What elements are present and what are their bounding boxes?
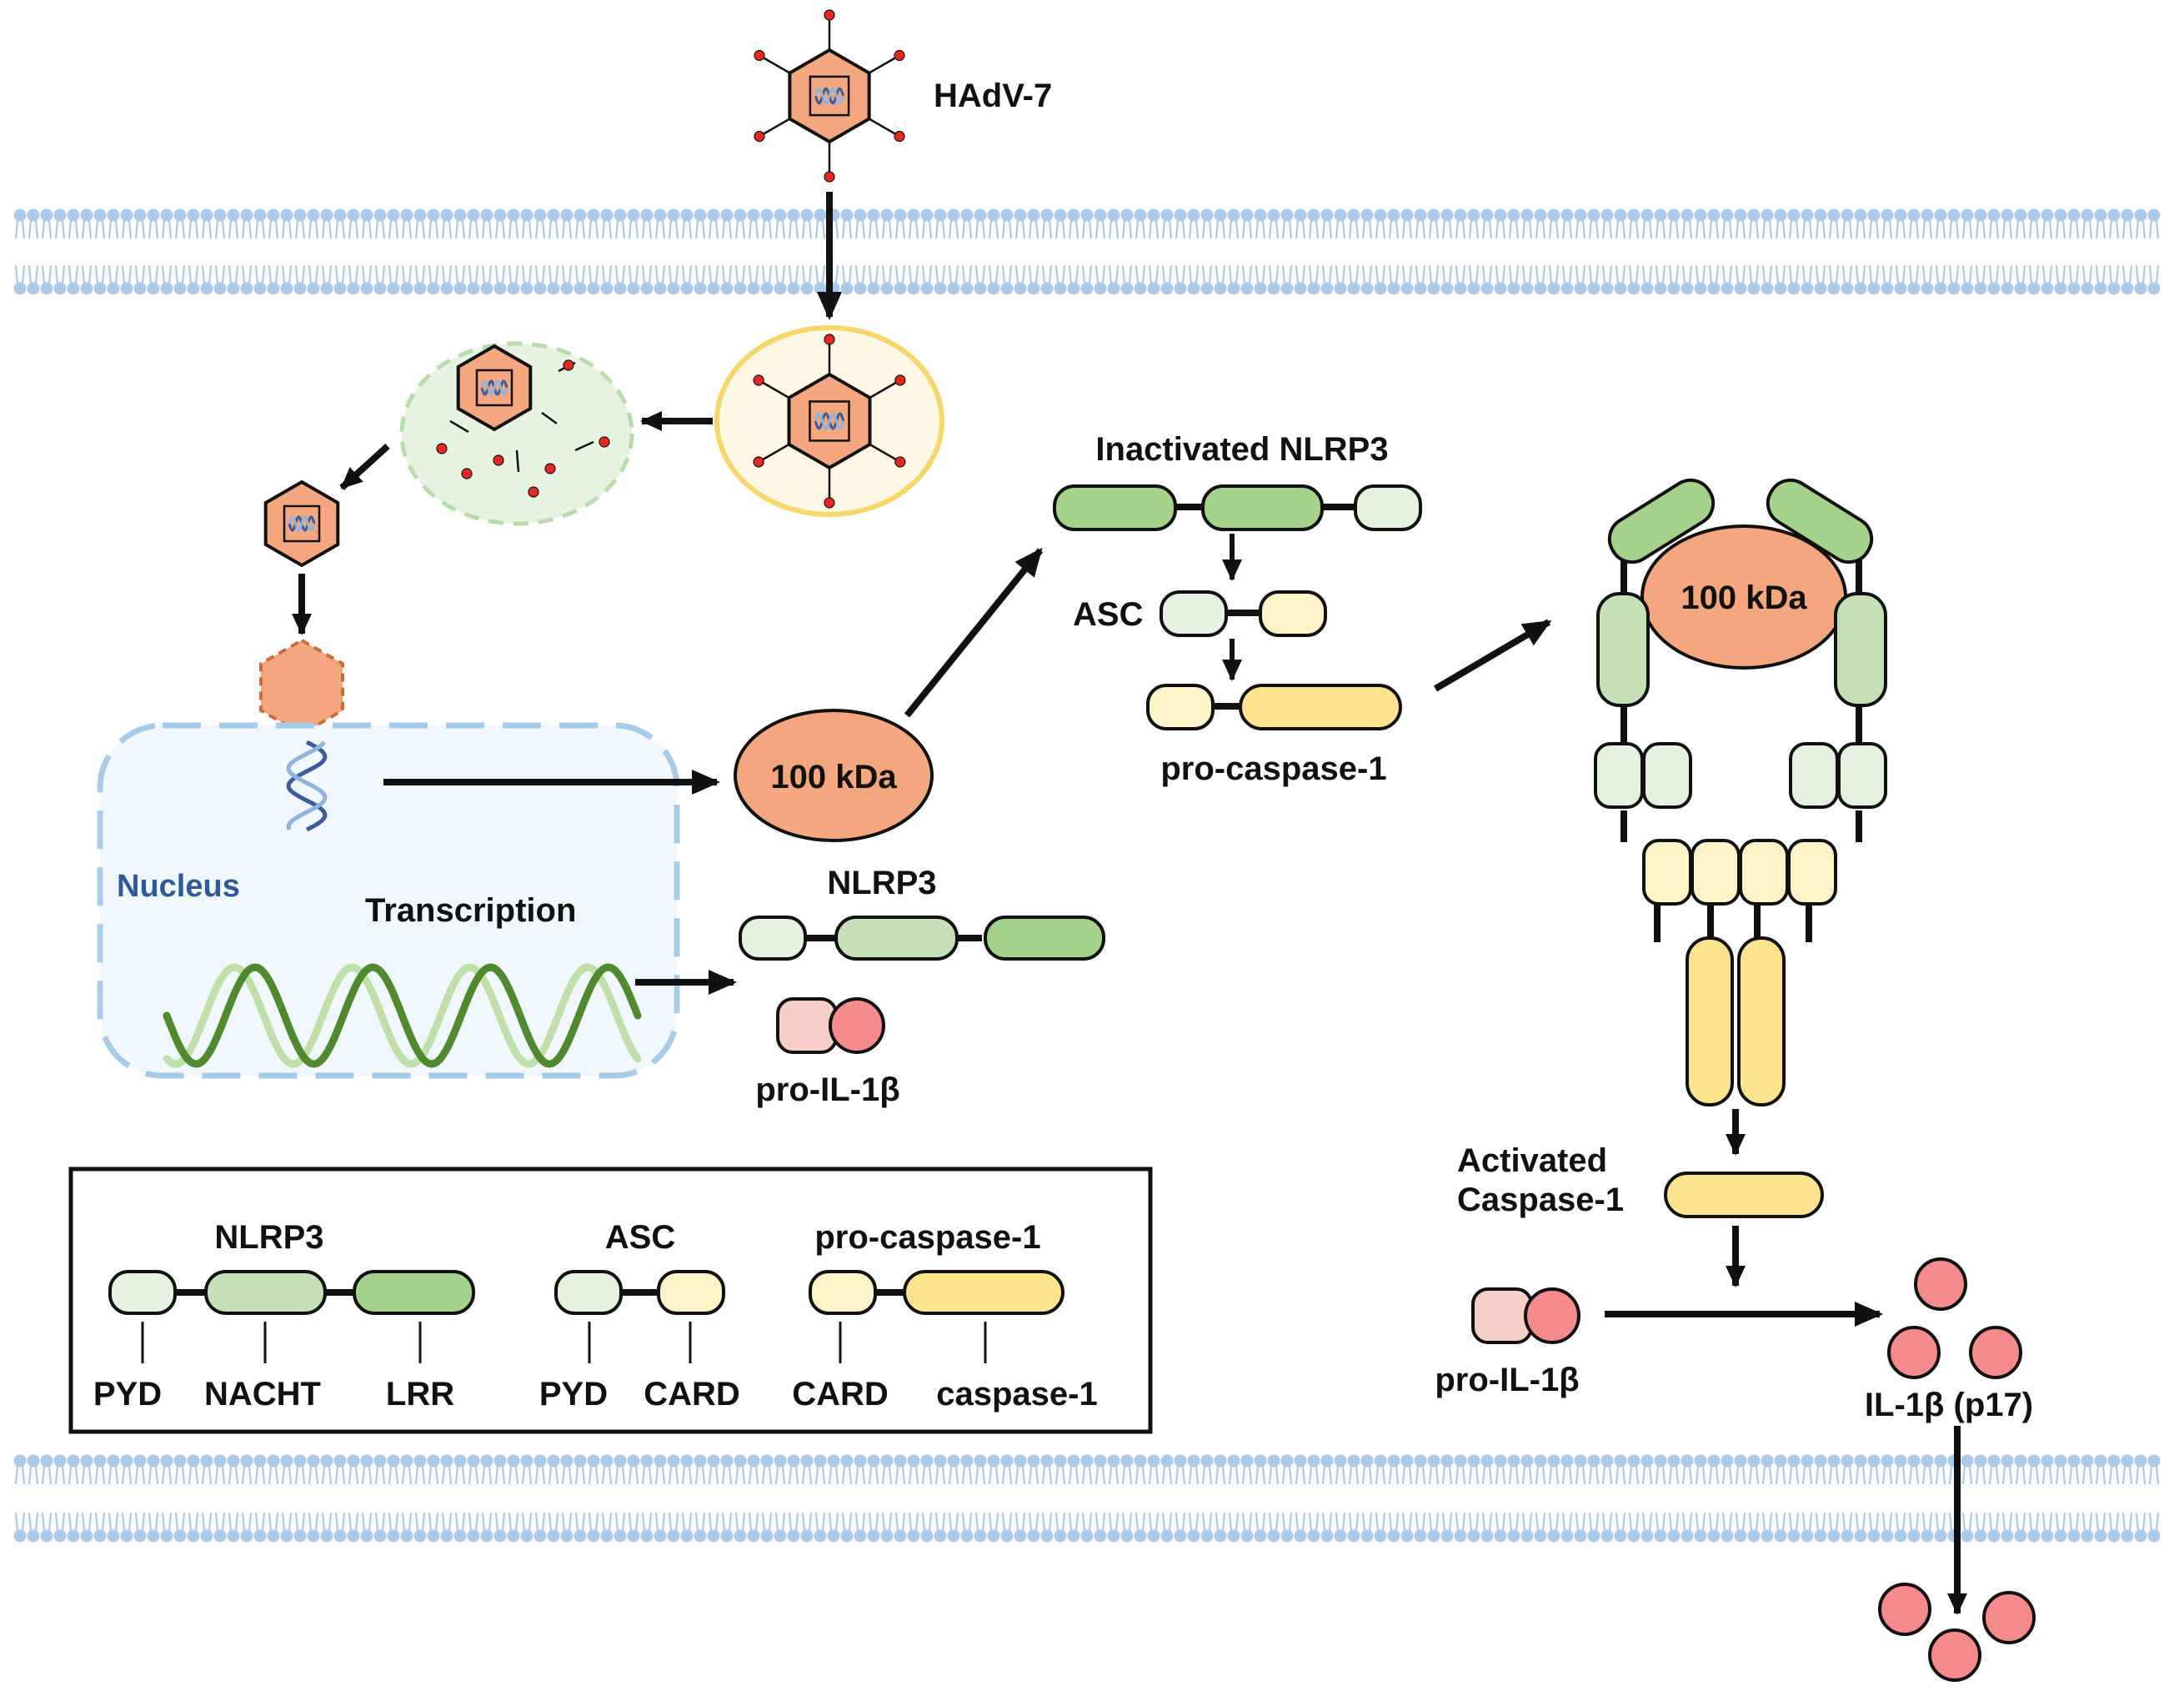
nlrp3-inflammasome — [1594, 478, 1887, 1106]
virus-hadv7-icon — [754, 9, 905, 183]
nucleus — [97, 722, 680, 1079]
legend-asc-domain-2: CARD — [644, 1376, 740, 1413]
legend-nacht-domain — [204, 1270, 327, 1315]
activated-caspase1 — [1664, 1172, 1824, 1218]
nlrp3-product-label: NLRP3 — [827, 865, 936, 901]
uncoating-virus-icon — [436, 344, 610, 498]
uncoating-arrow — [339, 444, 390, 490]
legend-asc-domain-1: PYD — [539, 1376, 608, 1413]
legend-procaspase-title: pro-caspase-1 — [814, 1219, 1040, 1256]
virus-label: HAdV-7 — [934, 78, 1052, 114]
legend-asc-pyd-domain — [554, 1270, 623, 1315]
legend-asc-title: ASC — [605, 1219, 675, 1256]
inactivated-nlrp3-label: Inactivated NLRP3 — [1095, 431, 1388, 468]
legend-pyd-domain — [108, 1270, 177, 1315]
pro-caspase1-label: pro-caspase-1 — [1160, 750, 1386, 787]
activated-caspase-label-2: Caspase-1 — [1457, 1182, 1624, 1218]
inactivated-nlrp3 — [1053, 484, 1422, 531]
host-dna-icon — [163, 963, 642, 1068]
il1b-label: IL-1β (p17) — [1865, 1387, 2033, 1423]
viral-dna-icon — [286, 740, 328, 832]
legend: NLRP3 PYD NACHT LRR ASC PYD CARD pro-cas… — [68, 1167, 1153, 1434]
cell-membrane-top — [13, 208, 2161, 295]
legend-caspase1-domain — [903, 1270, 1064, 1315]
docking-capsid-icon — [259, 638, 344, 736]
legend-lrr-domain — [353, 1270, 475, 1315]
asc-label: ASC — [1073, 596, 1143, 633]
transcription-label: Transcription — [365, 892, 576, 929]
activated-caspase-label-1: Activated — [1457, 1142, 1607, 1179]
nlrp3-product — [739, 916, 1105, 961]
nucleus-label: Nucleus — [117, 869, 240, 904]
legend-nlrp3-title: NLRP3 — [214, 1219, 323, 1256]
virus-in-vesicle-icon — [753, 334, 906, 509]
pro-il1b-substrate — [1471, 1287, 1580, 1344]
legend-nlrp3-domain-1: PYD — [93, 1376, 162, 1413]
mature-il1b-cluster — [1887, 1257, 2022, 1379]
legend-nlrp3-domain-2: NACHT — [204, 1376, 321, 1413]
legend-procaspase-domain-1: CARD — [792, 1376, 889, 1413]
legend-asc-card-domain — [657, 1270, 725, 1315]
assembly-arrow — [1433, 619, 1552, 692]
pro-il1b-product-label: pro-IL-1β — [755, 1071, 899, 1108]
legend-procaspase-domain-2: caspase-1 — [936, 1376, 1097, 1413]
pro-il1b-substrate-label: pro-IL-1β — [1435, 1362, 1579, 1398]
legend-caspase-card-domain — [809, 1270, 877, 1315]
asc-adaptor — [1160, 590, 1327, 637]
secreted-il1b-cluster — [1878, 1583, 2036, 1682]
interaction-arrow — [904, 547, 1044, 718]
complex-100kda-label: 100 kDa — [1681, 580, 1807, 616]
pro-caspase1 — [1146, 684, 1402, 730]
legend-nlrp3-domain-3: LRR — [386, 1376, 454, 1413]
protein-100kda-label: 100 kDa — [770, 759, 897, 795]
pro-il1b-product — [776, 997, 885, 1054]
cell-membrane-bottom — [13, 1454, 2161, 1543]
free-capsid-icon — [263, 479, 340, 568]
protein-100kda — [734, 709, 934, 842]
